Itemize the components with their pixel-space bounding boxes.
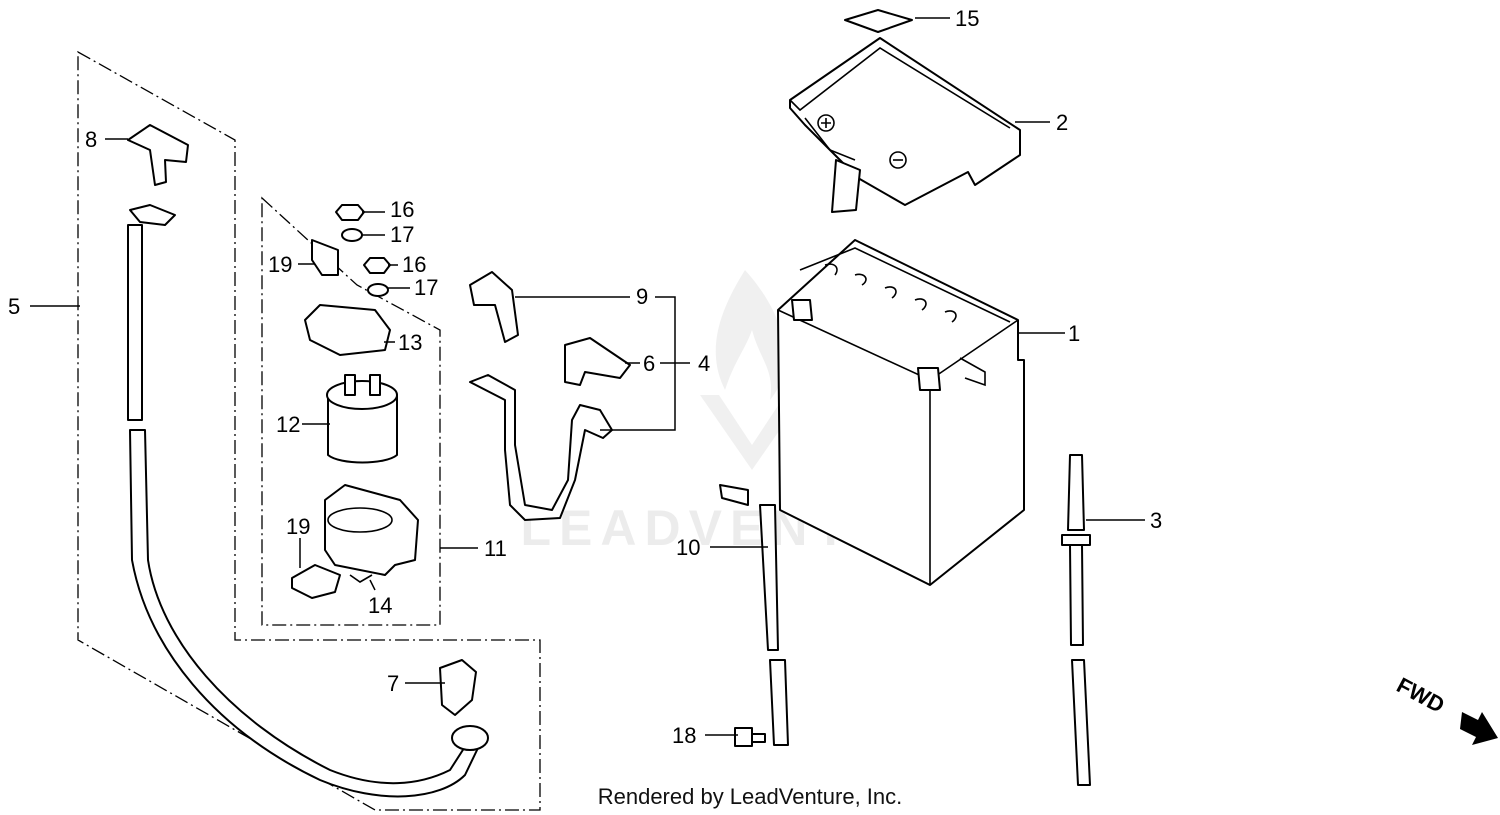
fwd-label: FWD <box>1393 672 1449 718</box>
part-16-nut-top[interactable] <box>335 204 365 221</box>
part-5-positive-cable[interactable] <box>127 204 489 798</box>
callout-11[interactable]: 11 <box>484 536 507 561</box>
callouts: 15 2 1 3 10 18 9 6 4 5 8 7 11 12 13 14 1… <box>8 6 1162 748</box>
part-9-terminal-cap[interactable] <box>469 271 519 343</box>
part-2-battery-cover[interactable] <box>789 37 1021 213</box>
part-3-breather-tube[interactable] <box>1061 454 1091 786</box>
callout-4[interactable]: 4 <box>698 351 710 376</box>
group-outlines <box>77 50 541 811</box>
callout-12[interactable]: 12 <box>276 412 300 437</box>
callout-10[interactable]: 10 <box>676 535 700 560</box>
part-15-label-sticker[interactable] <box>844 9 913 33</box>
part-17-washer-top[interactable] <box>341 228 363 242</box>
fwd-direction-indicator: FWD <box>1393 672 1498 745</box>
callout-18[interactable]: 18 <box>672 723 696 748</box>
group-11-outline <box>261 196 441 626</box>
callout-7[interactable]: 7 <box>387 671 399 696</box>
part-16-nut-bottom[interactable] <box>363 257 391 274</box>
fwd-arrow-icon <box>1460 712 1498 745</box>
part-14-connector <box>349 574 373 583</box>
part-8-terminal-cap[interactable] <box>127 124 189 186</box>
callout-19-top[interactable]: 19 <box>268 252 292 277</box>
callout-15[interactable]: 15 <box>955 6 979 31</box>
part-12-starter-relay-body[interactable] <box>326 374 398 464</box>
callout-13[interactable]: 13 <box>398 330 422 355</box>
footer-credit: Rendered by LeadVenture, Inc. <box>597 784 903 809</box>
part-7-terminal-cover[interactable] <box>439 659 477 716</box>
group-5-outline <box>77 50 541 811</box>
callout-6[interactable]: 6 <box>643 351 655 376</box>
callout-17-top[interactable]: 17 <box>390 222 414 247</box>
callout-2[interactable]: 2 <box>1056 110 1068 135</box>
callout-14[interactable]: 14 <box>368 593 392 618</box>
callout-9[interactable]: 9 <box>636 284 648 309</box>
callout-17-bottom[interactable]: 17 <box>414 275 438 300</box>
callout-1[interactable]: 1 <box>1068 321 1080 346</box>
callout-16-bottom[interactable]: 16 <box>402 252 426 277</box>
callout-19-bottom[interactable]: 19 <box>286 514 310 539</box>
leader-lines <box>30 17 1145 736</box>
part-4-starter-cable[interactable] <box>469 374 613 521</box>
part-19-fuse-top[interactable] <box>311 239 339 276</box>
callout-3[interactable]: 3 <box>1150 508 1162 533</box>
callout-8[interactable]: 8 <box>85 127 97 152</box>
part-13-fuse-holder[interactable] <box>304 304 391 356</box>
part-1-battery[interactable] <box>777 239 1025 586</box>
part-17-washer-bottom[interactable] <box>367 283 389 297</box>
part-18-bolt[interactable] <box>734 727 766 747</box>
part-11-starter-relay[interactable] <box>324 484 419 576</box>
part-6-terminal-cap[interactable] <box>564 337 631 386</box>
callout-16-top[interactable]: 16 <box>390 197 414 222</box>
part-10-negative-cable[interactable] <box>719 484 789 746</box>
part-19-fuse-bottom[interactable] <box>291 564 341 599</box>
callout-5[interactable]: 5 <box>8 294 20 319</box>
